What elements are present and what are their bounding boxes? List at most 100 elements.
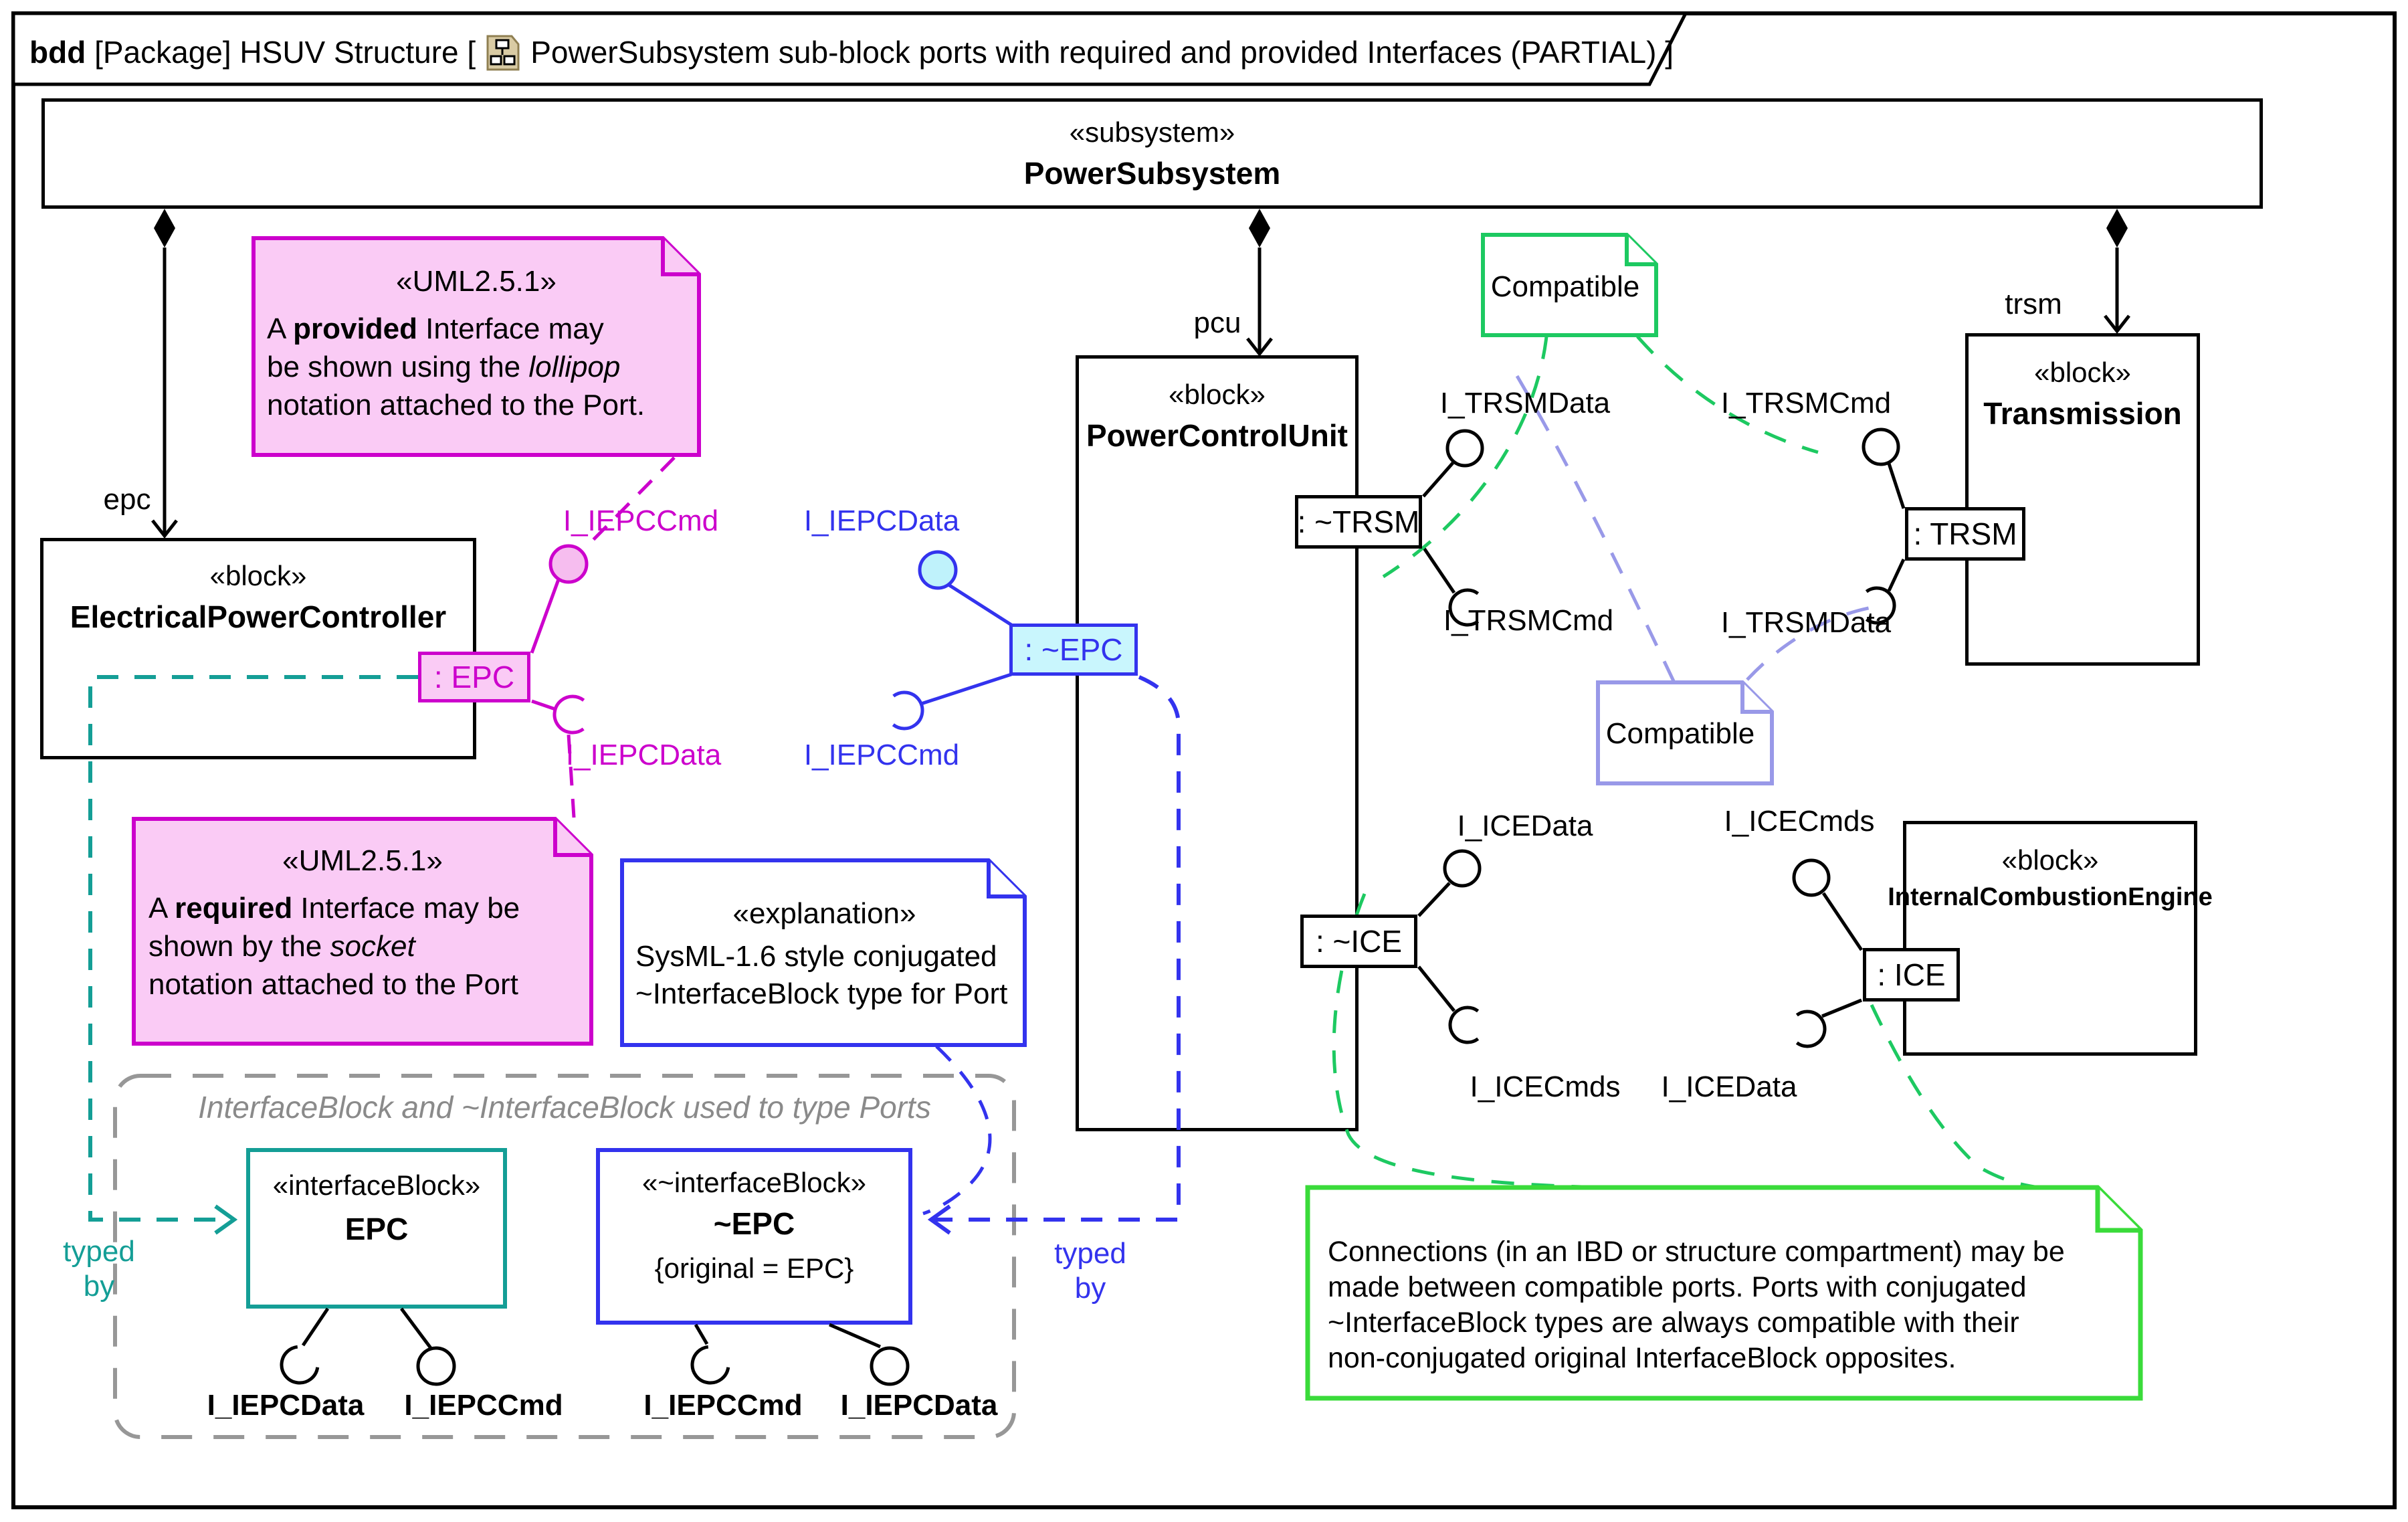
note-text: notation attached to the Port [148, 968, 518, 1001]
note-text-italic: socket [330, 930, 415, 963]
lollipop-icon-ifepc [416, 1346, 456, 1386]
port-epc-conjugated[interactable]: : ~EPC [1009, 624, 1138, 676]
port-label: : ICE [1877, 957, 1946, 992]
block-internalcombustionengine[interactable]: «block» InternalCombustionEngine [1888, 821, 2213, 1056]
diagram-icon [485, 29, 521, 80]
interfaceblock-name: ~EPC [713, 1206, 795, 1241]
interface-label-trsmc-provided: I_TRSMData [1439, 387, 1611, 419]
typed-by-line1: typed [63, 1235, 135, 1268]
stereotype: «~interfaceBlock» [641, 1167, 867, 1198]
socket-icon-epc-required [553, 694, 593, 735]
note-provided[interactable]: «UML2.5.1» A provided Interface may be s… [267, 262, 686, 424]
arrowhead-epc [151, 519, 178, 539]
interface-label-ifepc-provided: I_IEPCCmd [404, 1389, 563, 1422]
typed-by-line2: by [1074, 1272, 1106, 1305]
note-text: made between compatible ports. Ports wit… [1328, 1271, 2027, 1303]
stereotype: «interfaceBlock» [272, 1169, 481, 1201]
note-required[interactable]: «UML2.5.1» A required Interface may be s… [148, 842, 577, 1004]
note-text: Interface may [417, 312, 604, 345]
interface-label-epcc-provided: I_IEPCData [803, 504, 960, 537]
lollipop-icon-ice-provided [1792, 858, 1831, 897]
part-label-trsm: trsm [2005, 288, 2062, 320]
typed-by-line2: by [83, 1270, 115, 1303]
interface-label-trsm-required: I_TRSMData [1720, 606, 1892, 639]
stereotype: «block» [209, 560, 307, 591]
port-ice[interactable]: : ICE [1863, 948, 1960, 1002]
typed-by-label-epc: typed by [63, 1234, 135, 1304]
diagram-package: [Package] HSUV Structure [ [94, 34, 476, 70]
stereotype: «block» [2034, 357, 2131, 388]
container-title: InterfaceBlock and ~InterfaceBlock used … [198, 1090, 931, 1125]
note-text: notation attached to the Port. [267, 389, 645, 421]
note-text: be shown using the [267, 351, 529, 383]
block-name: ElectricalPowerController [70, 599, 447, 634]
block-powersubsystem[interactable]: «subsystem» PowerSubsystem [41, 98, 2263, 209]
diagram-name-close: ] [1665, 34, 1674, 70]
port-ice-conjugated[interactable]: : ~ICE [1300, 915, 1417, 968]
port-trsm-conjugated[interactable]: : ~TRSM [1295, 495, 1422, 549]
interface-label-trsmc-required: I_TRSMCmd [1443, 604, 1614, 637]
note-explanation[interactable]: «explanation» SysML-1.6 style conjugated… [635, 895, 1013, 1013]
block-name: PowerControlUnit [1086, 418, 1348, 453]
note-connections[interactable]: Connections (in an IBD or structure comp… [1328, 1234, 2124, 1376]
part-label-pcu: pcu [1193, 306, 1241, 339]
block-name: InternalCombustionEngine [1888, 883, 2213, 911]
socket-icon-epcconj-required [884, 690, 924, 731]
note-stereotype: «UML2.5.1» [282, 844, 443, 877]
note-text: shown by the [148, 930, 330, 963]
note-stereotype: «explanation» [732, 897, 916, 930]
interface-label-epcc-required: I_IEPCCmd [803, 739, 960, 771]
stereotype: «block» [1169, 379, 1266, 410]
composite-diamond-epc [154, 209, 175, 248]
port-label: : TRSM [1913, 516, 2017, 551]
block-name: PowerSubsystem [1023, 155, 1281, 191]
socket-icon-iceconj-required [1448, 1006, 1487, 1044]
lollipop-icon-iceconj-provided [1443, 849, 1482, 888]
lollipop-icon-epc-provided [548, 544, 589, 584]
lollipop-icon-trsm-provided [1862, 427, 1900, 466]
port-epc[interactable]: : EPC [418, 652, 530, 702]
typed-by-line1: typed [1054, 1237, 1126, 1270]
interface-label-epc-required: I_IEPCData [565, 739, 722, 771]
note-text: A [148, 892, 175, 925]
diagram-name: PowerSubsystem sub-block ports with requ… [530, 34, 1657, 70]
note-text: Connections (in an IBD or structure comp… [1328, 1236, 2065, 1268]
arrowhead-trsm [2104, 314, 2130, 335]
interfaceblock-epc-conjugated[interactable]: «~interfaceBlock» ~EPC {original = EPC} [596, 1148, 912, 1325]
note-text: SysML-1.6 style conjugated [635, 940, 997, 973]
note-text-italic: lollipop [528, 351, 621, 383]
part-label-epc: epc [103, 483, 151, 516]
socket-icon-ifepcc [690, 1345, 730, 1385]
stereotype: «subsystem» [1069, 116, 1235, 148]
lollipop-icon-trsmconj-provided [1445, 429, 1484, 468]
interface-label-ice-required: I_ICEData [1661, 1070, 1797, 1103]
socket-icon-ice-required [1788, 1010, 1827, 1048]
port-trsm[interactable]: : TRSM [1905, 507, 2025, 561]
composite-diamond-trsm [2106, 209, 2128, 248]
interface-label-ifepc-required: I_IEPCData [207, 1389, 365, 1422]
interfaceblock-epc[interactable]: «interfaceBlock» EPC [246, 1148, 507, 1309]
lollipop-icon-ifepcc [870, 1346, 910, 1386]
note-compatible-violet[interactable]: Compatible [1605, 717, 1755, 750]
note-text: non-conjugated original InterfaceBlock o… [1328, 1342, 1956, 1374]
port-label: : ~ICE [1315, 924, 1403, 959]
note-text: ~InterfaceBlock type for Port [635, 977, 1008, 1010]
arrowhead-pcu [1246, 337, 1273, 357]
interface-label-ifepcc-provided: I_IEPCData [840, 1389, 998, 1422]
composite-diamond-pcu [1249, 209, 1270, 248]
port-label: : ~EPC [1024, 632, 1123, 667]
interface-label-ice-provided: I_ICECmds [1724, 805, 1875, 838]
diagram-kind: bdd [29, 34, 86, 70]
block-transmission[interactable]: «block» Transmission [1965, 333, 2200, 666]
typed-by-arrow-epcc [927, 1204, 951, 1235]
note-text: ~InterfaceBlock types are always compati… [1328, 1307, 2019, 1339]
lollipop-icon-epcconj-provided [918, 550, 958, 590]
port-label: : EPC [433, 660, 515, 694]
block-powercontrolunit[interactable]: «block» PowerControlUnit [1076, 355, 1359, 1131]
socket-icon-ifepc [280, 1345, 320, 1385]
block-electricalpowercontroller[interactable]: «block» ElectricalPowerController [40, 538, 476, 759]
note-text-bold: provided [293, 312, 417, 345]
diagram-header: bdd [Package] HSUV Structure [ PowerSubs… [29, 27, 1674, 77]
typed-by-label-epcc: typed by [1054, 1236, 1126, 1306]
note-compatible-green[interactable]: Compatible [1490, 270, 1640, 303]
